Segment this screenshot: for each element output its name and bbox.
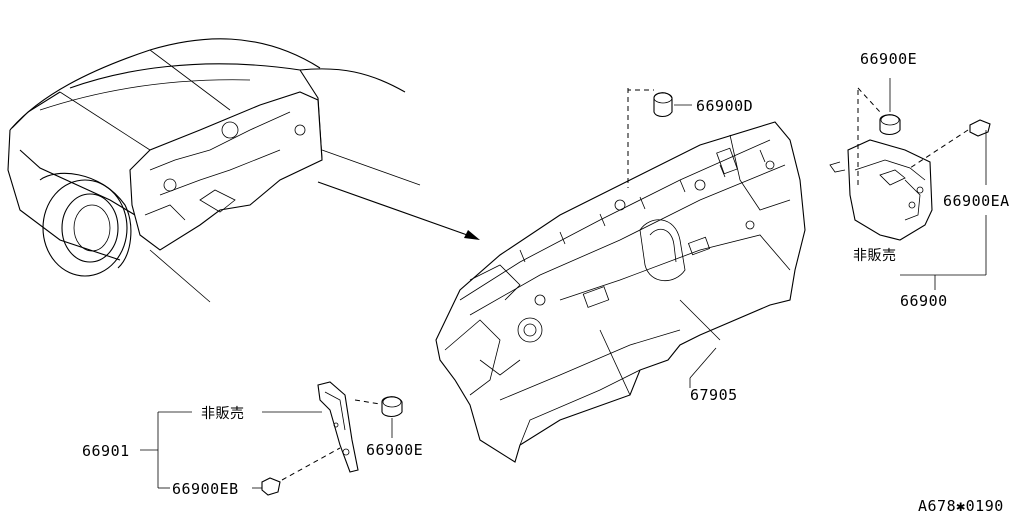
bracket-66901 — [140, 381, 403, 496]
label-66900EB: 66900EB — [172, 480, 239, 498]
pointer-arrow — [317, 181, 480, 240]
label-67905: 67905 — [690, 386, 738, 404]
label-66901: 66901 — [82, 442, 130, 460]
vehicle-overview — [7, 38, 421, 303]
insulator-assembly-66900 — [829, 78, 991, 290]
clip-66900D — [627, 88, 692, 188]
diagram-code: A678✱0190 — [918, 497, 1004, 512]
label-66900E-bottom: 66900E — [366, 441, 423, 459]
label-66900D: 66900D — [696, 97, 753, 115]
label-not-for-sale-left: 非販売 — [201, 406, 245, 422]
label-66900: 66900 — [900, 292, 948, 310]
leader-67905 — [689, 347, 717, 379]
label-66900EA: 66900EA — [943, 192, 1010, 210]
dash-insulator-67905 — [435, 121, 806, 463]
label-66900E-top: 66900E — [860, 50, 917, 68]
label-not-for-sale-right: 非販売 — [853, 248, 897, 264]
